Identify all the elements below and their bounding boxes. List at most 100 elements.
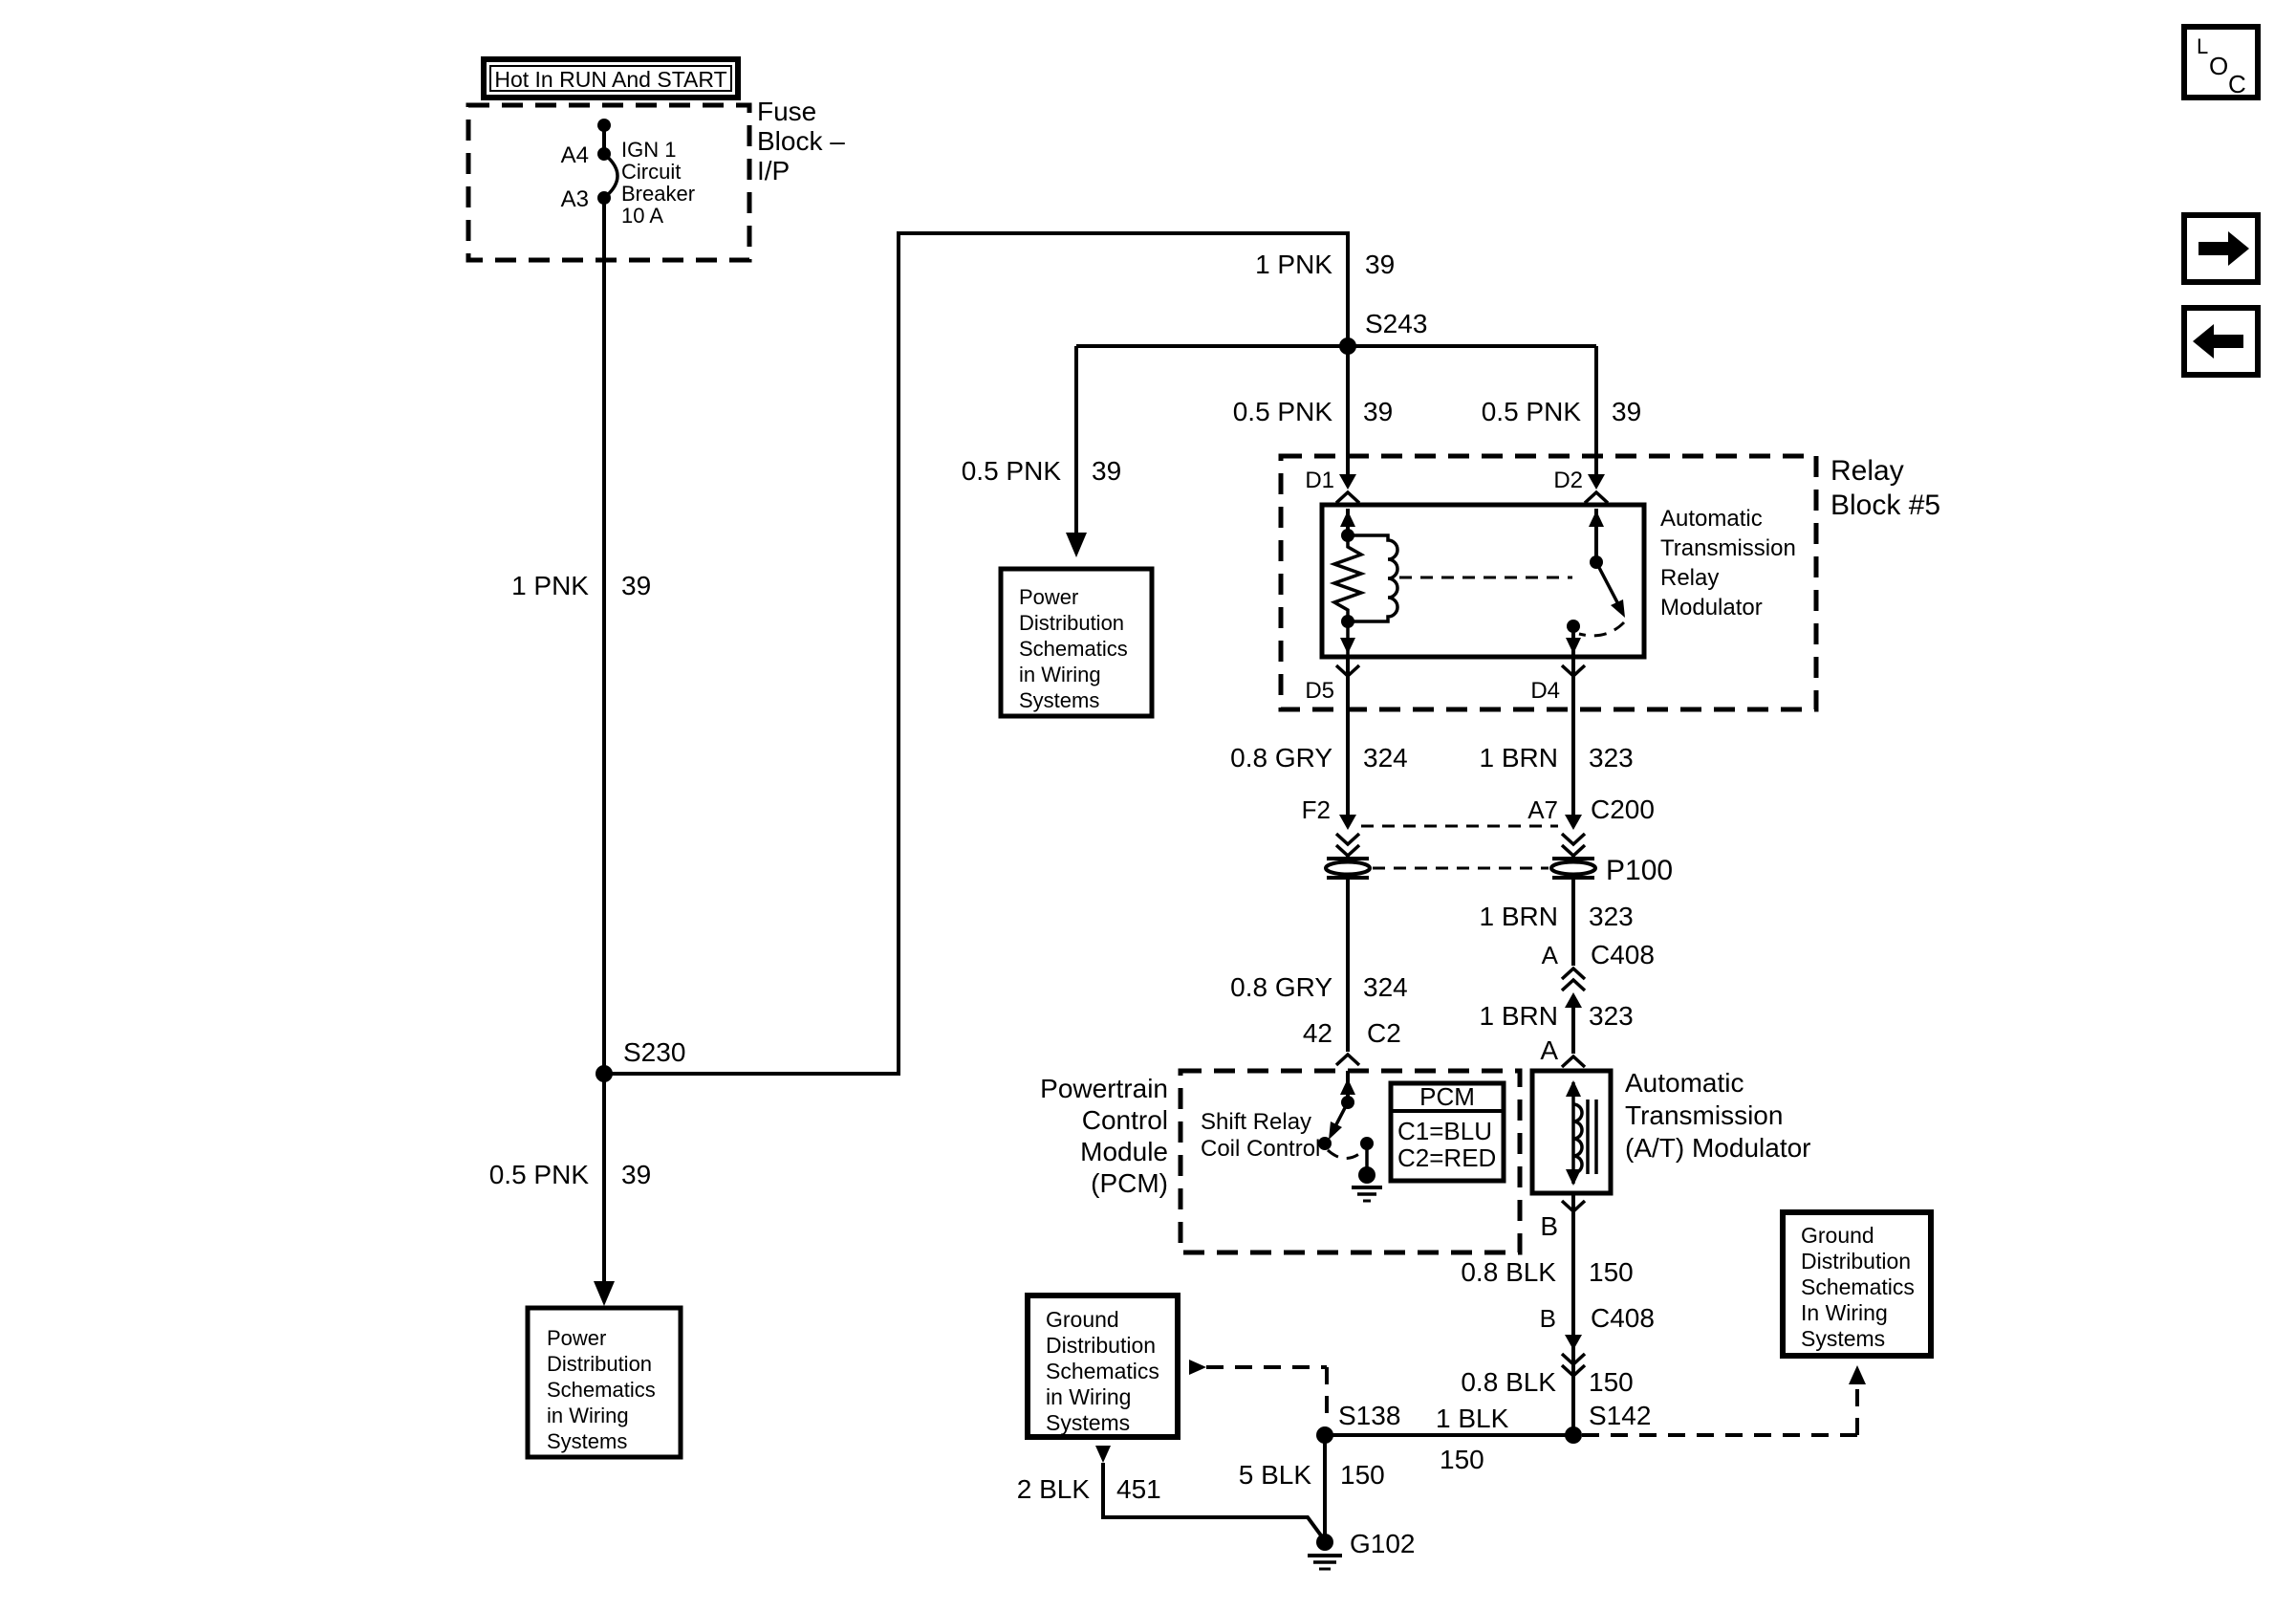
relay-device-name-line: Transmission	[1660, 535, 1796, 561]
wire-label-gauge: 0.8 BLK	[1461, 1257, 1556, 1287]
previous-page-button[interactable]	[2181, 305, 2261, 378]
loc-letter: L	[2197, 34, 2208, 58]
wire-label-gauge: 1 BRN	[1480, 743, 1558, 773]
fuse-block-outline	[466, 102, 752, 263]
arrowhead-up	[1849, 1365, 1866, 1384]
fuse-block: A4 A3 IGN 1 Circuit Breaker 10 A Fuse Bl…	[466, 97, 845, 263]
loc-button[interactable]: L O C	[2181, 24, 2261, 100]
splice-s138-label: S138	[1338, 1401, 1400, 1430]
grommet-p100-left	[1324, 856, 1372, 880]
arrowhead-down	[594, 1281, 615, 1306]
ref-box-line: Systems	[1801, 1326, 1885, 1351]
arrowhead-up	[1589, 511, 1604, 527]
relay-device-outline	[1319, 502, 1647, 660]
ref-box-line: Schematics	[1801, 1274, 1915, 1299]
loc-letter: C	[2228, 70, 2246, 98]
wire-label-gauge: 1 PNK	[511, 571, 589, 600]
wire-label-circuit: 323	[1589, 743, 1634, 773]
modulator-name-line: Automatic	[1625, 1068, 1744, 1098]
wire-label-circuit: 39	[621, 571, 651, 600]
ref-box-power-distribution-1[interactable]: Power Distribution Schematics in Wiring …	[525, 1305, 683, 1460]
pcm-legend-title: PCM	[1419, 1082, 1475, 1111]
next-page-button[interactable]	[2181, 212, 2261, 285]
breaker-name-line: Circuit	[621, 160, 681, 184]
ref-box-line: Systems	[1046, 1410, 1130, 1435]
connector-f2: F2	[1302, 795, 1361, 859]
pcm-pin-42: 42	[1303, 1018, 1332, 1048]
wire-label-circuit: 451	[1116, 1474, 1161, 1504]
wire-2blk	[1101, 1463, 1323, 1537]
pcm-function-line: Shift Relay	[1201, 1109, 1311, 1135]
relay-block-outline	[1278, 453, 1819, 712]
ground-g102: G102	[1308, 1529, 1416, 1571]
ref-box-line: Ground	[1046, 1307, 1119, 1332]
relay-device-name-line: Automatic	[1660, 506, 1763, 532]
relay-device-name-line: Relay	[1660, 565, 1719, 591]
terminal-chevron-d1	[1334, 490, 1361, 505]
ref-box-line: In Wiring	[1801, 1300, 1888, 1325]
wire-label-circuit: 324	[1363, 972, 1408, 1002]
connector-c200-label: C200	[1591, 795, 1655, 824]
ref-box-line: Power	[547, 1326, 606, 1350]
wire-label-circuit: 323	[1589, 1001, 1634, 1031]
ref-box-power-distribution-2[interactable]: Power Distribution Schematics in Wiring …	[998, 566, 1155, 719]
wire-label-gauge: 0.5 PNK	[962, 456, 1062, 486]
grommet-p100-right	[1549, 856, 1597, 880]
wire-label-gauge: 1 BLK	[1436, 1404, 1509, 1433]
ref-box-line: Systems	[547, 1429, 627, 1453]
wire-label-gauge: 1 BRN	[1480, 902, 1558, 931]
wire-label-gauge: 5 BLK	[1239, 1460, 1312, 1490]
modulator-core-lines	[1586, 1099, 1598, 1174]
wire-label-gauge: 1 BRN	[1480, 1001, 1558, 1031]
ref-box-line: in Wiring	[547, 1404, 629, 1427]
dashed-route-s142-to-ground-ref	[1582, 1384, 1859, 1437]
pcm-function-line: Coil Control	[1201, 1136, 1320, 1162]
wire-label-circuit: 324	[1363, 743, 1408, 773]
fuse-block-name-line: Fuse	[757, 97, 816, 126]
wire-label-gauge: 0.5 PNK	[1233, 397, 1333, 426]
connector-a-c408: A C408	[1542, 940, 1655, 1008]
terminal-chevron-c2	[1334, 1052, 1361, 1067]
arrowhead-down	[1095, 1446, 1111, 1463]
terminal-arrow-d2	[1588, 474, 1605, 490]
relay-pin-d1: D1	[1305, 468, 1334, 493]
pcm-legend-c1: C1=BLU	[1397, 1117, 1492, 1145]
arrowhead-down	[1066, 533, 1087, 557]
relay-pin-d2: D2	[1553, 468, 1583, 493]
relay-coil-symbol	[1348, 533, 1399, 623]
modulator-pin-b: B	[1540, 1211, 1558, 1241]
terminal-chevron-a	[1560, 1054, 1587, 1069]
connector-pin-a: A	[1542, 941, 1559, 969]
ref-box-ground-distribution-2[interactable]: Ground Distribution Schematics In Wiring…	[1780, 1209, 1934, 1359]
relay-resistor-symbol	[1329, 535, 1367, 657]
connector-pin-b: B	[1540, 1304, 1556, 1333]
at-modulator	[1529, 1068, 1614, 1196]
wire-label-circuit: 39	[1612, 397, 1641, 426]
pcm-name-line: Module	[1080, 1137, 1168, 1166]
wire-label-gauge: 0.8 GRY	[1230, 743, 1332, 773]
pcm-legend-box: PCM C1=BLU C2=RED	[1388, 1080, 1506, 1184]
ground-g102-label: G102	[1350, 1529, 1416, 1558]
wire-label-circuit: 323	[1589, 902, 1634, 931]
connector-b-c408: B C408	[1540, 1303, 1655, 1379]
hot-note-box: Hot In RUN And START	[481, 56, 741, 100]
connector-f2-label: F2	[1302, 795, 1331, 824]
ref-box-line: Power	[1019, 585, 1078, 609]
wire-label-circuit: 150	[1589, 1367, 1634, 1397]
wire-label-circuit: 39	[1363, 397, 1393, 426]
dashed-route-to-s138	[1206, 1365, 1329, 1425]
breaker-name-line: IGN 1	[621, 138, 676, 162]
connector-c408-label: C408	[1591, 1303, 1655, 1333]
fuse-block-name-line: I/P	[757, 156, 790, 185]
modulator-coil-symbol	[1572, 1102, 1584, 1175]
arrowhead-down	[1340, 638, 1355, 654]
wire-label-circuit: 150	[1589, 1257, 1634, 1287]
switch-travel-dashed-arc	[1578, 620, 1626, 638]
grommet-p100-label: P100	[1606, 855, 1673, 886]
ref-box-line: in Wiring	[1046, 1384, 1131, 1409]
ref-box-line: Systems	[1019, 688, 1099, 712]
arrowhead-right	[1189, 1360, 1206, 1375]
arrowhead-down	[1566, 638, 1581, 654]
ref-box-ground-distribution-1[interactable]: Ground Distribution Schematics in Wiring…	[1025, 1293, 1180, 1440]
